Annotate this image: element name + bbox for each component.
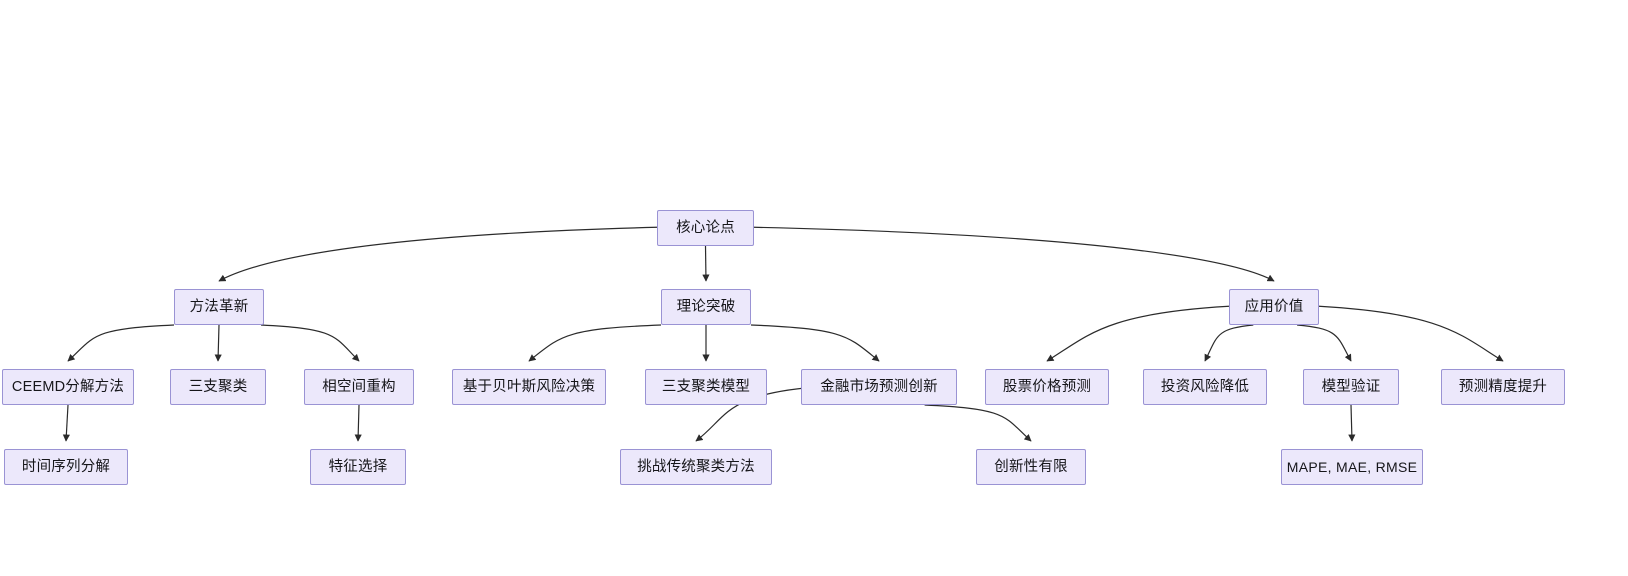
edge-l1c-to-l2c1 [1046, 305, 1230, 362]
node-l2b1[interactable]: 基于贝叶斯风险决策 [452, 369, 606, 405]
node-l1b[interactable]: 理论突破 [661, 289, 751, 325]
node-l2a2[interactable]: 三支聚类 [170, 369, 266, 405]
node-l2c1[interactable]: 股票价格预测 [985, 369, 1109, 405]
node-label: 三支聚类模型 [661, 378, 751, 395]
node-l3c[interactable]: 挑战传统聚类方法 [620, 449, 772, 485]
node-l2c2[interactable]: 投资风险降低 [1143, 369, 1267, 405]
node-l2a1[interactable]: CEEMD分解方法 [2, 369, 134, 405]
node-label: 三支聚类 [188, 378, 248, 395]
node-l3e[interactable]: MAPE, MAE, RMSE [1281, 449, 1423, 485]
edge-l1c-to-l2c4 [1318, 305, 1504, 362]
node-label: 相空间重构 [322, 378, 396, 395]
node-label: CEEMD分解方法 [11, 378, 125, 395]
node-l2a3[interactable]: 相空间重构 [304, 369, 414, 405]
edge-l1c-to-l2c3 [1297, 324, 1352, 362]
edge-root-to-l1b [702, 245, 710, 282]
node-label: 投资风险降低 [1160, 378, 1250, 395]
node-label: 股票价格预测 [1002, 378, 1092, 395]
node-l3d[interactable]: 创新性有限 [976, 449, 1086, 485]
node-label: 模型验证 [1321, 378, 1381, 395]
node-label: 预测精度提升 [1458, 378, 1548, 395]
node-label: 应用价值 [1244, 298, 1304, 315]
edge-l2c3-to-l3e [1348, 404, 1356, 442]
node-l3b[interactable]: 特征选择 [310, 449, 406, 485]
node-l3a[interactable]: 时间序列分解 [4, 449, 128, 485]
edge-l1a-to-l2a2 [214, 324, 222, 362]
edge-l1a-to-l2a3 [260, 324, 360, 362]
node-l2c3[interactable]: 模型验证 [1303, 369, 1399, 405]
node-label: 挑战传统聚类方法 [637, 458, 755, 475]
node-label: 特征选择 [328, 458, 388, 475]
edge-root-to-l1a [218, 226, 658, 282]
node-label: 核心论点 [676, 219, 735, 236]
edge-l2b3-to-l3d [924, 404, 1032, 442]
node-label: MAPE, MAE, RMSE [1286, 459, 1418, 475]
node-l1a[interactable]: 方法革新 [174, 289, 264, 325]
edge-l2a3-to-l3b [354, 404, 362, 442]
node-l2b3[interactable]: 金融市场预测创新 [801, 369, 957, 405]
node-l1c[interactable]: 应用价值 [1229, 289, 1319, 325]
node-label: 方法革新 [189, 298, 249, 315]
edge-l2a1-to-l3a [62, 404, 70, 442]
edge-l1a-to-l2a1 [67, 324, 175, 362]
edge-l1c-to-l2c2 [1204, 324, 1254, 362]
node-l2b2[interactable]: 三支聚类模型 [645, 369, 767, 405]
node-label: 理论突破 [676, 298, 736, 315]
edge-l1b-to-l2b1 [528, 324, 662, 362]
node-label: 金融市场预测创新 [820, 378, 938, 395]
edge-l1b-to-l2b3 [750, 324, 880, 362]
node-root[interactable]: 核心论点 [657, 210, 754, 246]
node-l2c4[interactable]: 预测精度提升 [1441, 369, 1565, 405]
edge-root-to-l1c [753, 226, 1275, 282]
node-label: 创新性有限 [994, 458, 1068, 475]
node-label: 基于贝叶斯风险决策 [462, 378, 596, 395]
node-label: 时间序列分解 [21, 458, 111, 475]
